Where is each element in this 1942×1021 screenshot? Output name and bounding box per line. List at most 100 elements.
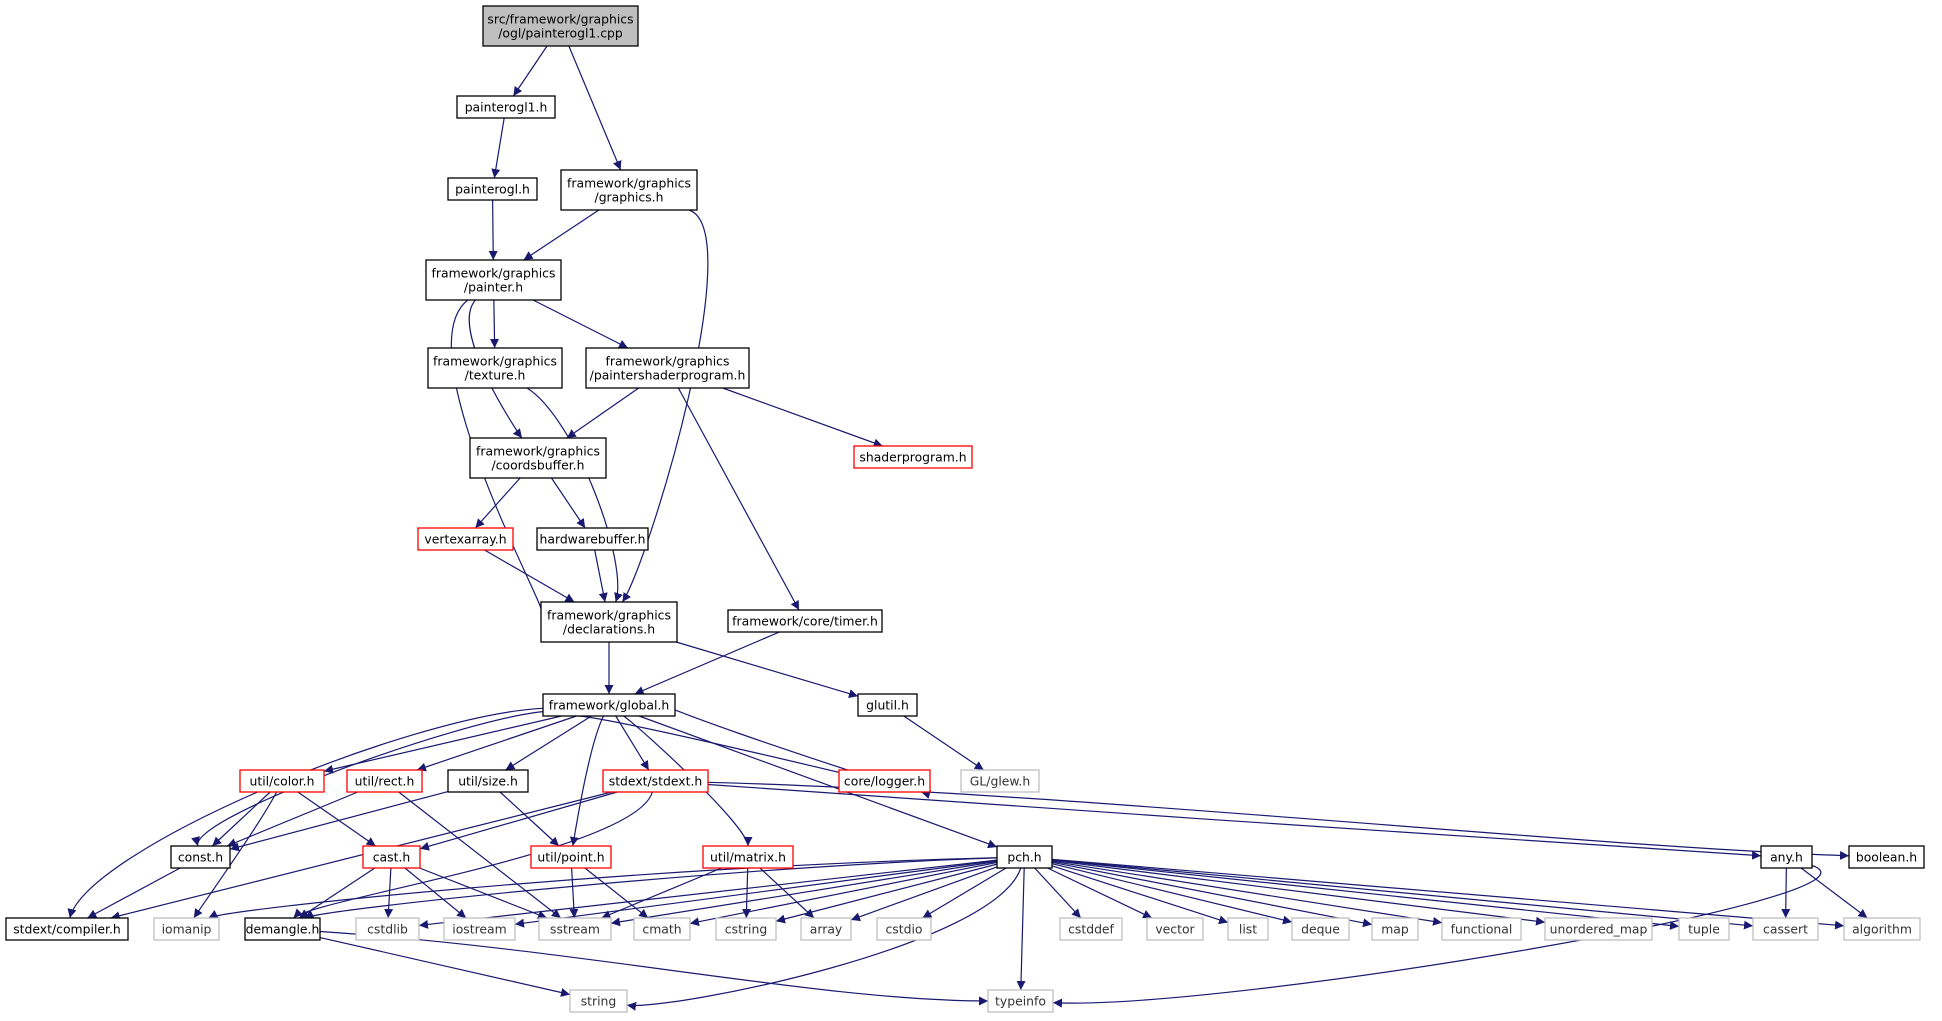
- node-box: [469, 437, 607, 479]
- node-box: [1291, 917, 1350, 941]
- node-label: stdext/stdext.h: [609, 774, 703, 789]
- node-iomanip[interactable]: iomanip: [153, 917, 220, 941]
- edge-pch-to-array: [850, 866, 998, 922]
- node-label: functional: [1451, 922, 1513, 937]
- edge-pch-to-string: [626, 867, 1022, 1011]
- node-deque[interactable]: deque: [1291, 917, 1350, 941]
- node-list[interactable]: list: [1227, 917, 1269, 941]
- node-algorithm[interactable]: algorithm: [1843, 917, 1921, 941]
- node-any[interactable]: any.h: [1760, 845, 1813, 869]
- node-pch[interactable]: pch.h: [996, 845, 1053, 869]
- node-label: framework/graphics/painter.h: [432, 266, 556, 295]
- node-hardwarebuffer[interactable]: hardwarebuffer.h: [536, 527, 649, 551]
- node-compiler[interactable]: stdext/compiler.h: [5, 917, 129, 941]
- edge-point-to-cmath: [584, 867, 649, 919]
- edge-vertexarray-to-declarations: [484, 549, 575, 603]
- node-cstddef[interactable]: cstddef: [1059, 917, 1123, 941]
- node-label: algorithm: [1852, 922, 1912, 937]
- node-sstream[interactable]: sstream: [538, 917, 612, 941]
- edge-global-to-pch: [638, 715, 998, 849]
- edge-pch-to-iomanip: [208, 857, 998, 919]
- node-label: cstddef: [1068, 922, 1114, 937]
- node-root[interactable]: src/framework/graphics/ogl/painterogl1.c…: [482, 5, 639, 47]
- node-logger[interactable]: core/logger.h: [838, 769, 931, 793]
- node-typeinfo[interactable]: typeinfo: [987, 989, 1054, 1013]
- node-glew[interactable]: GL/glew.h: [960, 769, 1040, 793]
- node-matrix[interactable]: util/matrix.h: [702, 845, 794, 869]
- edge-pch-to-cstdio: [922, 867, 1007, 919]
- edge-glutil-to-glew: [903, 715, 985, 771]
- node-vector[interactable]: vector: [1146, 917, 1204, 941]
- node-cast[interactable]: cast.h: [362, 845, 421, 869]
- node-paintershader[interactable]: framework/graphics/paintershaderprogram.…: [585, 347, 750, 389]
- node-shaderprogram[interactable]: shaderprogram.h: [853, 445, 973, 469]
- node-label: framework/core/timer.h: [732, 614, 878, 629]
- edge-cast-to-iostream: [404, 867, 467, 919]
- node-point[interactable]: util/point.h: [530, 845, 612, 869]
- node-color[interactable]: util/color.h: [239, 769, 325, 793]
- node-string[interactable]: string: [569, 989, 628, 1013]
- node-box: [1760, 845, 1813, 869]
- node-painter[interactable]: framework/graphics/painter.h: [425, 259, 562, 301]
- node-tuple[interactable]: tuple: [1678, 917, 1730, 941]
- node-cstring[interactable]: cstring: [715, 917, 777, 941]
- node-cstdio[interactable]: cstdio: [876, 917, 932, 941]
- node-const[interactable]: const.h: [170, 845, 231, 869]
- node-global[interactable]: framework/global.h: [542, 693, 676, 717]
- node-demangle[interactable]: demangle.h: [244, 917, 321, 941]
- node-boolean[interactable]: boolean.h: [1848, 845, 1925, 869]
- node-label: map: [1381, 922, 1409, 937]
- node-array[interactable]: array: [800, 917, 852, 941]
- node-texture[interactable]: framework/graphics/texture.h: [427, 347, 563, 389]
- edge-timer-to-global: [634, 631, 780, 695]
- node-box: [1441, 917, 1522, 941]
- edge-stdext-to-demangle: [293, 791, 653, 919]
- node-label: cast.h: [373, 850, 411, 865]
- node-label: framework/graphics/paintershaderprogram.…: [590, 354, 746, 383]
- edge-global-to-point: [569, 715, 605, 847]
- node-cmath[interactable]: cmath: [633, 917, 691, 941]
- node-box: [1752, 917, 1819, 941]
- node-declarations[interactable]: framework/graphics/declarations.h: [540, 601, 678, 643]
- node-label: typeinfo: [995, 994, 1046, 1009]
- edge-global-to-size: [505, 715, 592, 771]
- node-label: array: [810, 922, 843, 937]
- node-size[interactable]: util/size.h: [447, 769, 529, 793]
- node-painterogl[interactable]: painterogl.h: [447, 177, 538, 201]
- node-box: [987, 989, 1054, 1013]
- node-unordered_map[interactable]: unordered_map: [1544, 917, 1653, 941]
- edge-const-to-compiler: [87, 867, 181, 919]
- node-label: framework/graphics/texture.h: [433, 354, 557, 383]
- node-painterogl1[interactable]: painterogl1.h: [456, 95, 556, 119]
- node-stdext[interactable]: stdext/stdext.h: [602, 769, 709, 793]
- edge-any-to-typeinfo: [1052, 864, 1822, 1008]
- node-map[interactable]: map: [1371, 917, 1419, 941]
- edge-global-to-const: [191, 711, 544, 847]
- edge-pch-to-iostream: [514, 860, 998, 928]
- node-cassert[interactable]: cassert: [1752, 917, 1819, 941]
- node-functional[interactable]: functional: [1441, 917, 1522, 941]
- node-glutil[interactable]: glutil.h: [857, 693, 918, 717]
- node-coordsbuffer[interactable]: framework/graphics/coordsbuffer.h: [469, 437, 607, 479]
- node-box: [838, 769, 931, 793]
- node-iostream[interactable]: iostream: [443, 917, 516, 941]
- node-timer[interactable]: framework/core/timer.h: [727, 609, 883, 633]
- edge-pch-to-cstddef: [1034, 867, 1082, 919]
- edge-cast-to-demangle: [298, 867, 376, 919]
- node-box: [1059, 917, 1123, 941]
- node-box: [1678, 917, 1730, 941]
- node-box: [244, 917, 321, 941]
- node-graphics[interactable]: framework/graphics/graphics.h: [560, 169, 698, 211]
- node-box: [530, 845, 612, 869]
- edge-graphics-to-declarations: [621, 209, 709, 603]
- edge-rect-to-sstream: [398, 791, 562, 919]
- edge-color-to-const: [211, 791, 271, 847]
- node-cstdlib[interactable]: cstdlib: [355, 917, 420, 941]
- node-vertexarray[interactable]: vertexarray.h: [417, 527, 514, 551]
- node-label: painterogl.h: [455, 182, 530, 197]
- node-rect[interactable]: util/rect.h: [346, 769, 423, 793]
- node-box: [538, 917, 612, 941]
- edge-cast-to-sstream: [419, 867, 548, 919]
- node-label: deque: [1301, 922, 1340, 937]
- node-label: core/logger.h: [844, 774, 925, 789]
